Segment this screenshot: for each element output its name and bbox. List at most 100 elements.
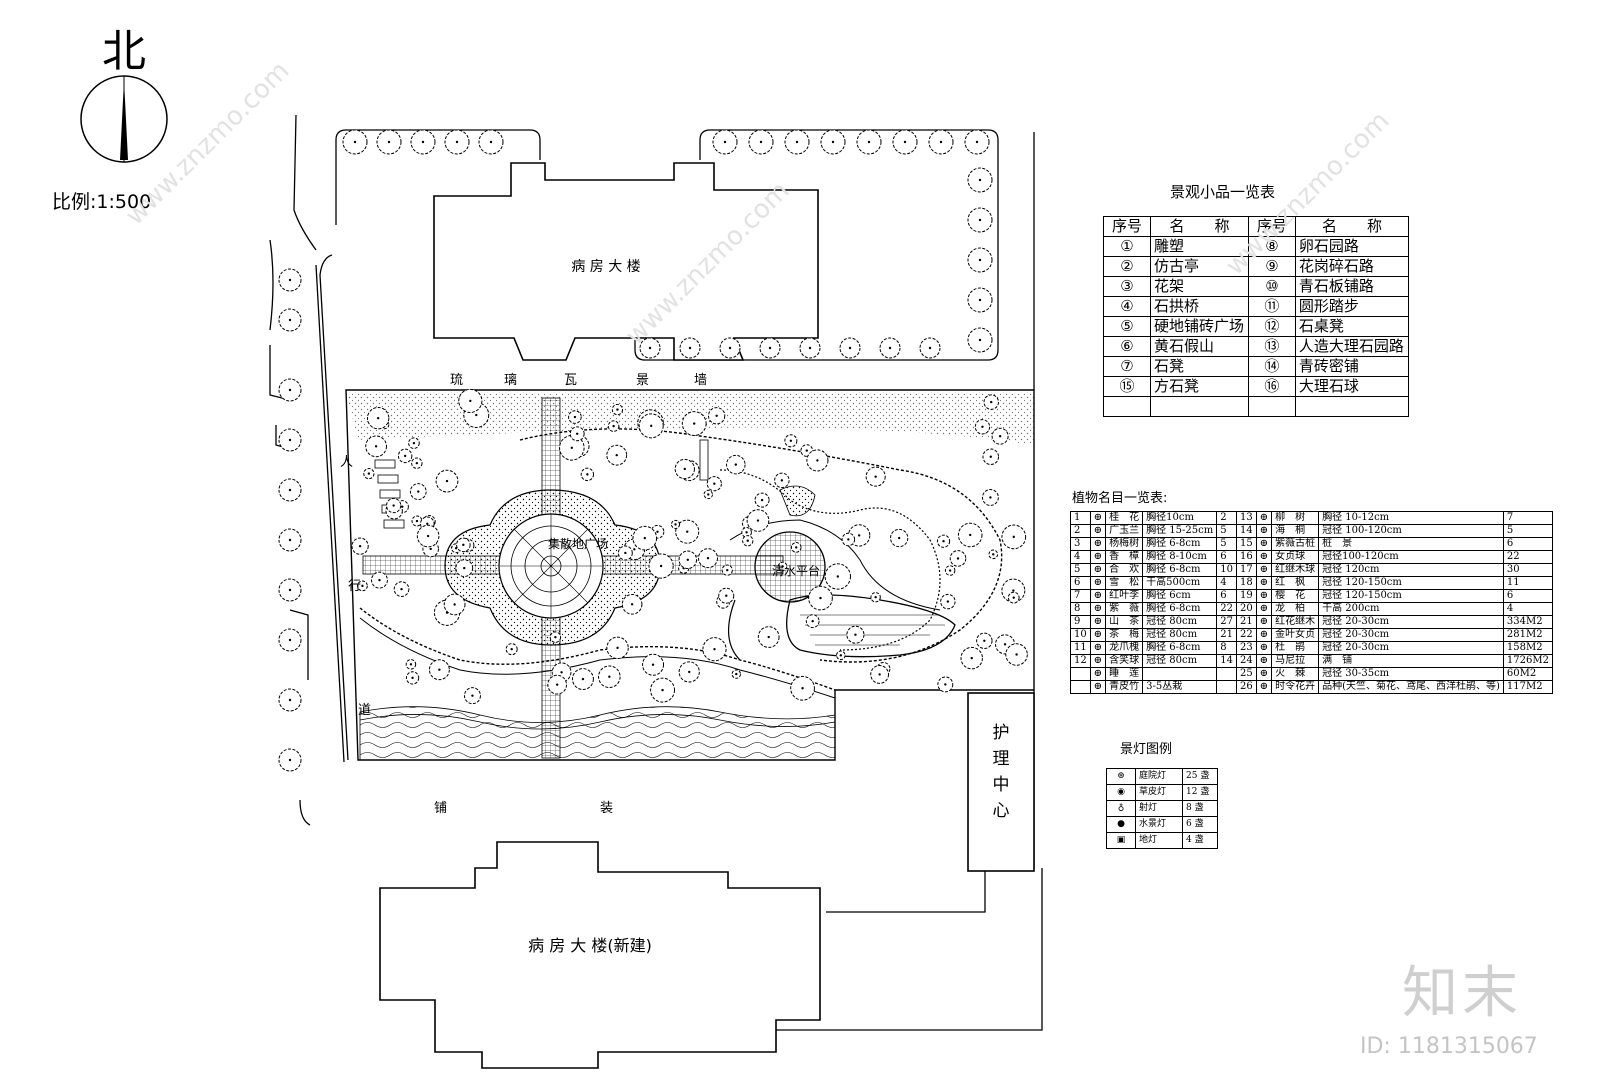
tree-trunk [1003, 643, 1007, 646]
plant-cell: 冠径 100-120cm [1318, 524, 1504, 538]
feature-cell: ⑦ [1103, 356, 1151, 377]
svg-text:心: 心 [993, 801, 1010, 821]
plant-symbol-icon: ⊕ [1255, 602, 1273, 616]
plant-cell: 冠径100-120cm [1318, 550, 1504, 564]
tree-trunk [946, 600, 950, 603]
feature-table-header: 序号名 称序号名 称 [1103, 216, 1410, 237]
plant-symbol-icon: ⊕ [1089, 563, 1107, 577]
feature-cell: 石拱桥 [1150, 296, 1249, 317]
plant-cell: 胸径 6-8cm [1142, 563, 1218, 577]
tree-trunk [560, 671, 563, 674]
plant-cell: 干高500cm [1142, 576, 1218, 590]
plant-cell: 胸径 6cm [1142, 589, 1218, 603]
plant-cell: 14 [1235, 524, 1257, 538]
svg-text:理: 理 [993, 749, 1010, 769]
plant-cell: 龙爪槐 [1105, 641, 1144, 655]
tree-trunk [713, 482, 716, 485]
tree-trunk [857, 534, 861, 537]
tree-trunk [475, 413, 478, 417]
feature-cell: ⑭ [1247, 356, 1296, 377]
tree-trunk [956, 557, 960, 560]
plant-cell: 60M2 [1502, 667, 1553, 681]
tree-trunk [445, 479, 449, 483]
plant-cell: 158M2 [1502, 641, 1553, 655]
plant-cell: 6 [1216, 589, 1237, 603]
feature-table-row [1103, 396, 1410, 417]
tree-trunk [874, 596, 877, 599]
plant-cell: 5 [1502, 524, 1553, 538]
tree-trunk [576, 432, 579, 436]
svg-text:道: 道 [358, 703, 371, 718]
plant-cell: 胸径10cm [1142, 511, 1218, 525]
tree-trunk [656, 530, 659, 533]
plant-cell: 25 [1235, 667, 1257, 681]
plant-cell: 雪 松 [1105, 576, 1144, 590]
plant-cell: 5 [1216, 537, 1237, 551]
scale-label: 比例:1:500 [52, 191, 151, 213]
plant-cell: 女贞球 [1271, 550, 1320, 564]
plant-cell: 3 [1070, 537, 1091, 551]
lamp-icon: ♁ [1106, 800, 1136, 817]
plant-cell [1142, 667, 1218, 681]
tree-trunk [978, 178, 982, 182]
plant-cell [1070, 680, 1091, 694]
tree-trunk [978, 218, 982, 222]
plant-cell: 27 [1216, 615, 1237, 629]
tree-trunk [400, 587, 403, 591]
tree-trunk [376, 416, 380, 420]
tree-trunk [453, 603, 456, 606]
site-outline [269, 114, 1043, 1031]
tree-trunk [674, 523, 677, 526]
plant-cell: 281M2 [1502, 628, 1553, 642]
watermark-id: ID: 1181315067 [1360, 1034, 1538, 1059]
feature-cell: ① [1103, 236, 1151, 257]
lamp-name: 水景灯 [1135, 816, 1183, 833]
tree-trunk [760, 498, 764, 502]
tree-trunk [353, 140, 357, 144]
feature-cell: ② [1103, 256, 1151, 277]
plant-cell: 紫 薇 [1105, 602, 1144, 616]
plant-cell: 红叶李 [1105, 589, 1144, 603]
tree-trunk [767, 635, 770, 639]
tree-trunk [686, 558, 689, 561]
plant-cell: 红 枫 [1271, 576, 1320, 590]
feature-header-cell: 名 称 [1294, 216, 1410, 237]
plant-cell: 满 铺 [1318, 654, 1504, 668]
tree-trunk [728, 346, 732, 350]
svg-text:人: 人 [340, 455, 353, 470]
lamp-count: 8 盏 [1182, 800, 1218, 817]
plant-symbol-icon: ⊕ [1255, 524, 1273, 538]
plant-cell: 冠径 20-30cm [1318, 628, 1504, 642]
tree-trunk [848, 346, 852, 350]
plant-cell: 22 [1216, 602, 1237, 616]
tree-trunk [688, 346, 692, 350]
tree-trunk [471, 694, 474, 697]
north-arrow [80, 75, 168, 163]
tree-trunk [816, 459, 819, 462]
tree-trunk [633, 548, 636, 551]
tree-trunk [288, 488, 292, 492]
plant-cell: 香 樟 [1105, 550, 1144, 564]
tree-trunk [928, 346, 932, 350]
tree-trunk [989, 455, 992, 458]
feature-cell: ⑩ [1247, 276, 1296, 297]
feature-cell: ③ [1103, 276, 1151, 297]
plant-cell: 冠径 20-30cm [1318, 615, 1504, 629]
tree-trunk [686, 530, 689, 533]
lamp-icon: ▣ [1106, 832, 1136, 849]
tree-trunk [573, 415, 577, 419]
feature-cell: ⑫ [1247, 316, 1296, 337]
plant-cell: 桂 花 [1105, 511, 1144, 525]
plant-symbol-icon: ⊕ [1089, 680, 1107, 694]
lamp-count: 25 盏 [1182, 768, 1218, 785]
plant-cell: 红继木球 [1271, 563, 1320, 577]
plant-cell: 21 [1216, 628, 1237, 642]
plant-cell: 樱 花 [1271, 589, 1320, 603]
